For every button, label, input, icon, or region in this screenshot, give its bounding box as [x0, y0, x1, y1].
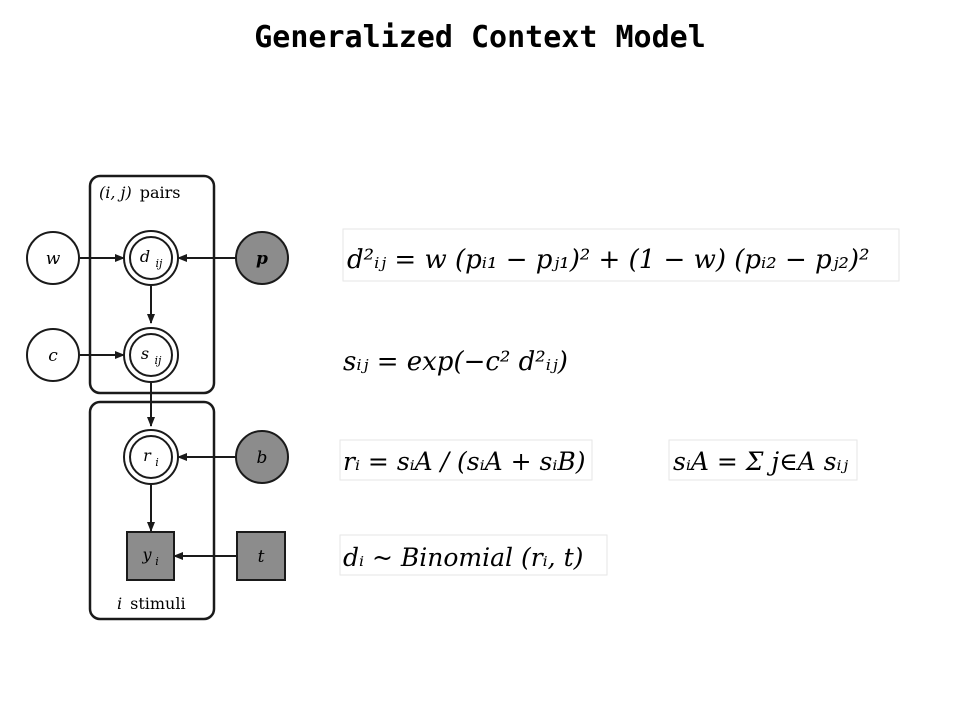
- svg-text:i: i: [155, 456, 159, 469]
- equation-sum: sᵢA = Σ j∈A sᵢⱼ: [668, 439, 858, 481]
- svg-text:dᵢ ~ Binomial (rᵢ, t): dᵢ ~ Binomial (rᵢ, t): [343, 543, 583, 572]
- svg-text:t: t: [258, 547, 265, 567]
- svg-text:sᵢA = Σ j∈A sᵢⱼ: sᵢA = Σ j∈A sᵢⱼ: [673, 447, 848, 476]
- svg-text:rᵢ = sᵢA / (sᵢA + sᵢB): rᵢ = sᵢA / (sᵢA + sᵢB): [343, 447, 586, 476]
- equation-response: rᵢ = sᵢA / (sᵢA + sᵢB): [339, 439, 593, 481]
- plate-stimuli-label: i stimuli: [117, 594, 186, 613]
- equation-similarity: sᵢⱼ = exp(−c² d²ᵢⱼ): [343, 347, 568, 377]
- svg-text:w: w: [46, 249, 61, 269]
- node-w: w: [26, 231, 80, 285]
- svg-text:c: c: [48, 346, 58, 366]
- svg-text:y: y: [141, 545, 152, 564]
- node-d-ij: d ij: [123, 230, 179, 286]
- plate-pairs-label: (i, j) pairs: [99, 183, 181, 202]
- svg-text:ij: ij: [156, 257, 164, 270]
- equation-distance: d²ᵢⱼ = w (pᵢ₁ − pⱼ₁)² + (1 − w) (pᵢ₂ − p…: [342, 228, 900, 282]
- page-title: Generalized Context Model: [254, 20, 706, 55]
- svg-text:ij: ij: [155, 354, 163, 367]
- svg-text:b: b: [257, 448, 268, 468]
- node-c: c: [26, 328, 80, 382]
- svg-text:sᵢⱼ = exp(−c² d²ᵢⱼ): sᵢⱼ = exp(−c² d²ᵢⱼ): [343, 347, 568, 377]
- svg-text:r: r: [143, 446, 152, 465]
- node-b: b: [235, 430, 289, 484]
- equation-binomial: dᵢ ~ Binomial (rᵢ, t): [339, 534, 608, 576]
- svg-text:s: s: [141, 344, 149, 363]
- svg-text:d: d: [140, 247, 150, 266]
- node-t: t: [236, 531, 286, 581]
- node-r-i: r i: [123, 429, 179, 485]
- svg-text:d²ᵢⱼ = w (pᵢ₁ − pⱼ₁)² + (1 − w: d²ᵢⱼ = w (pᵢ₁ − pⱼ₁)² + (1 − w) (pᵢ₂ − p…: [347, 245, 870, 275]
- svg-text:i: i: [155, 555, 159, 568]
- node-p: p: [235, 231, 289, 285]
- node-s-ij: s ij: [123, 327, 179, 383]
- node-y-i: y i: [126, 531, 175, 581]
- svg-text:p: p: [256, 249, 268, 269]
